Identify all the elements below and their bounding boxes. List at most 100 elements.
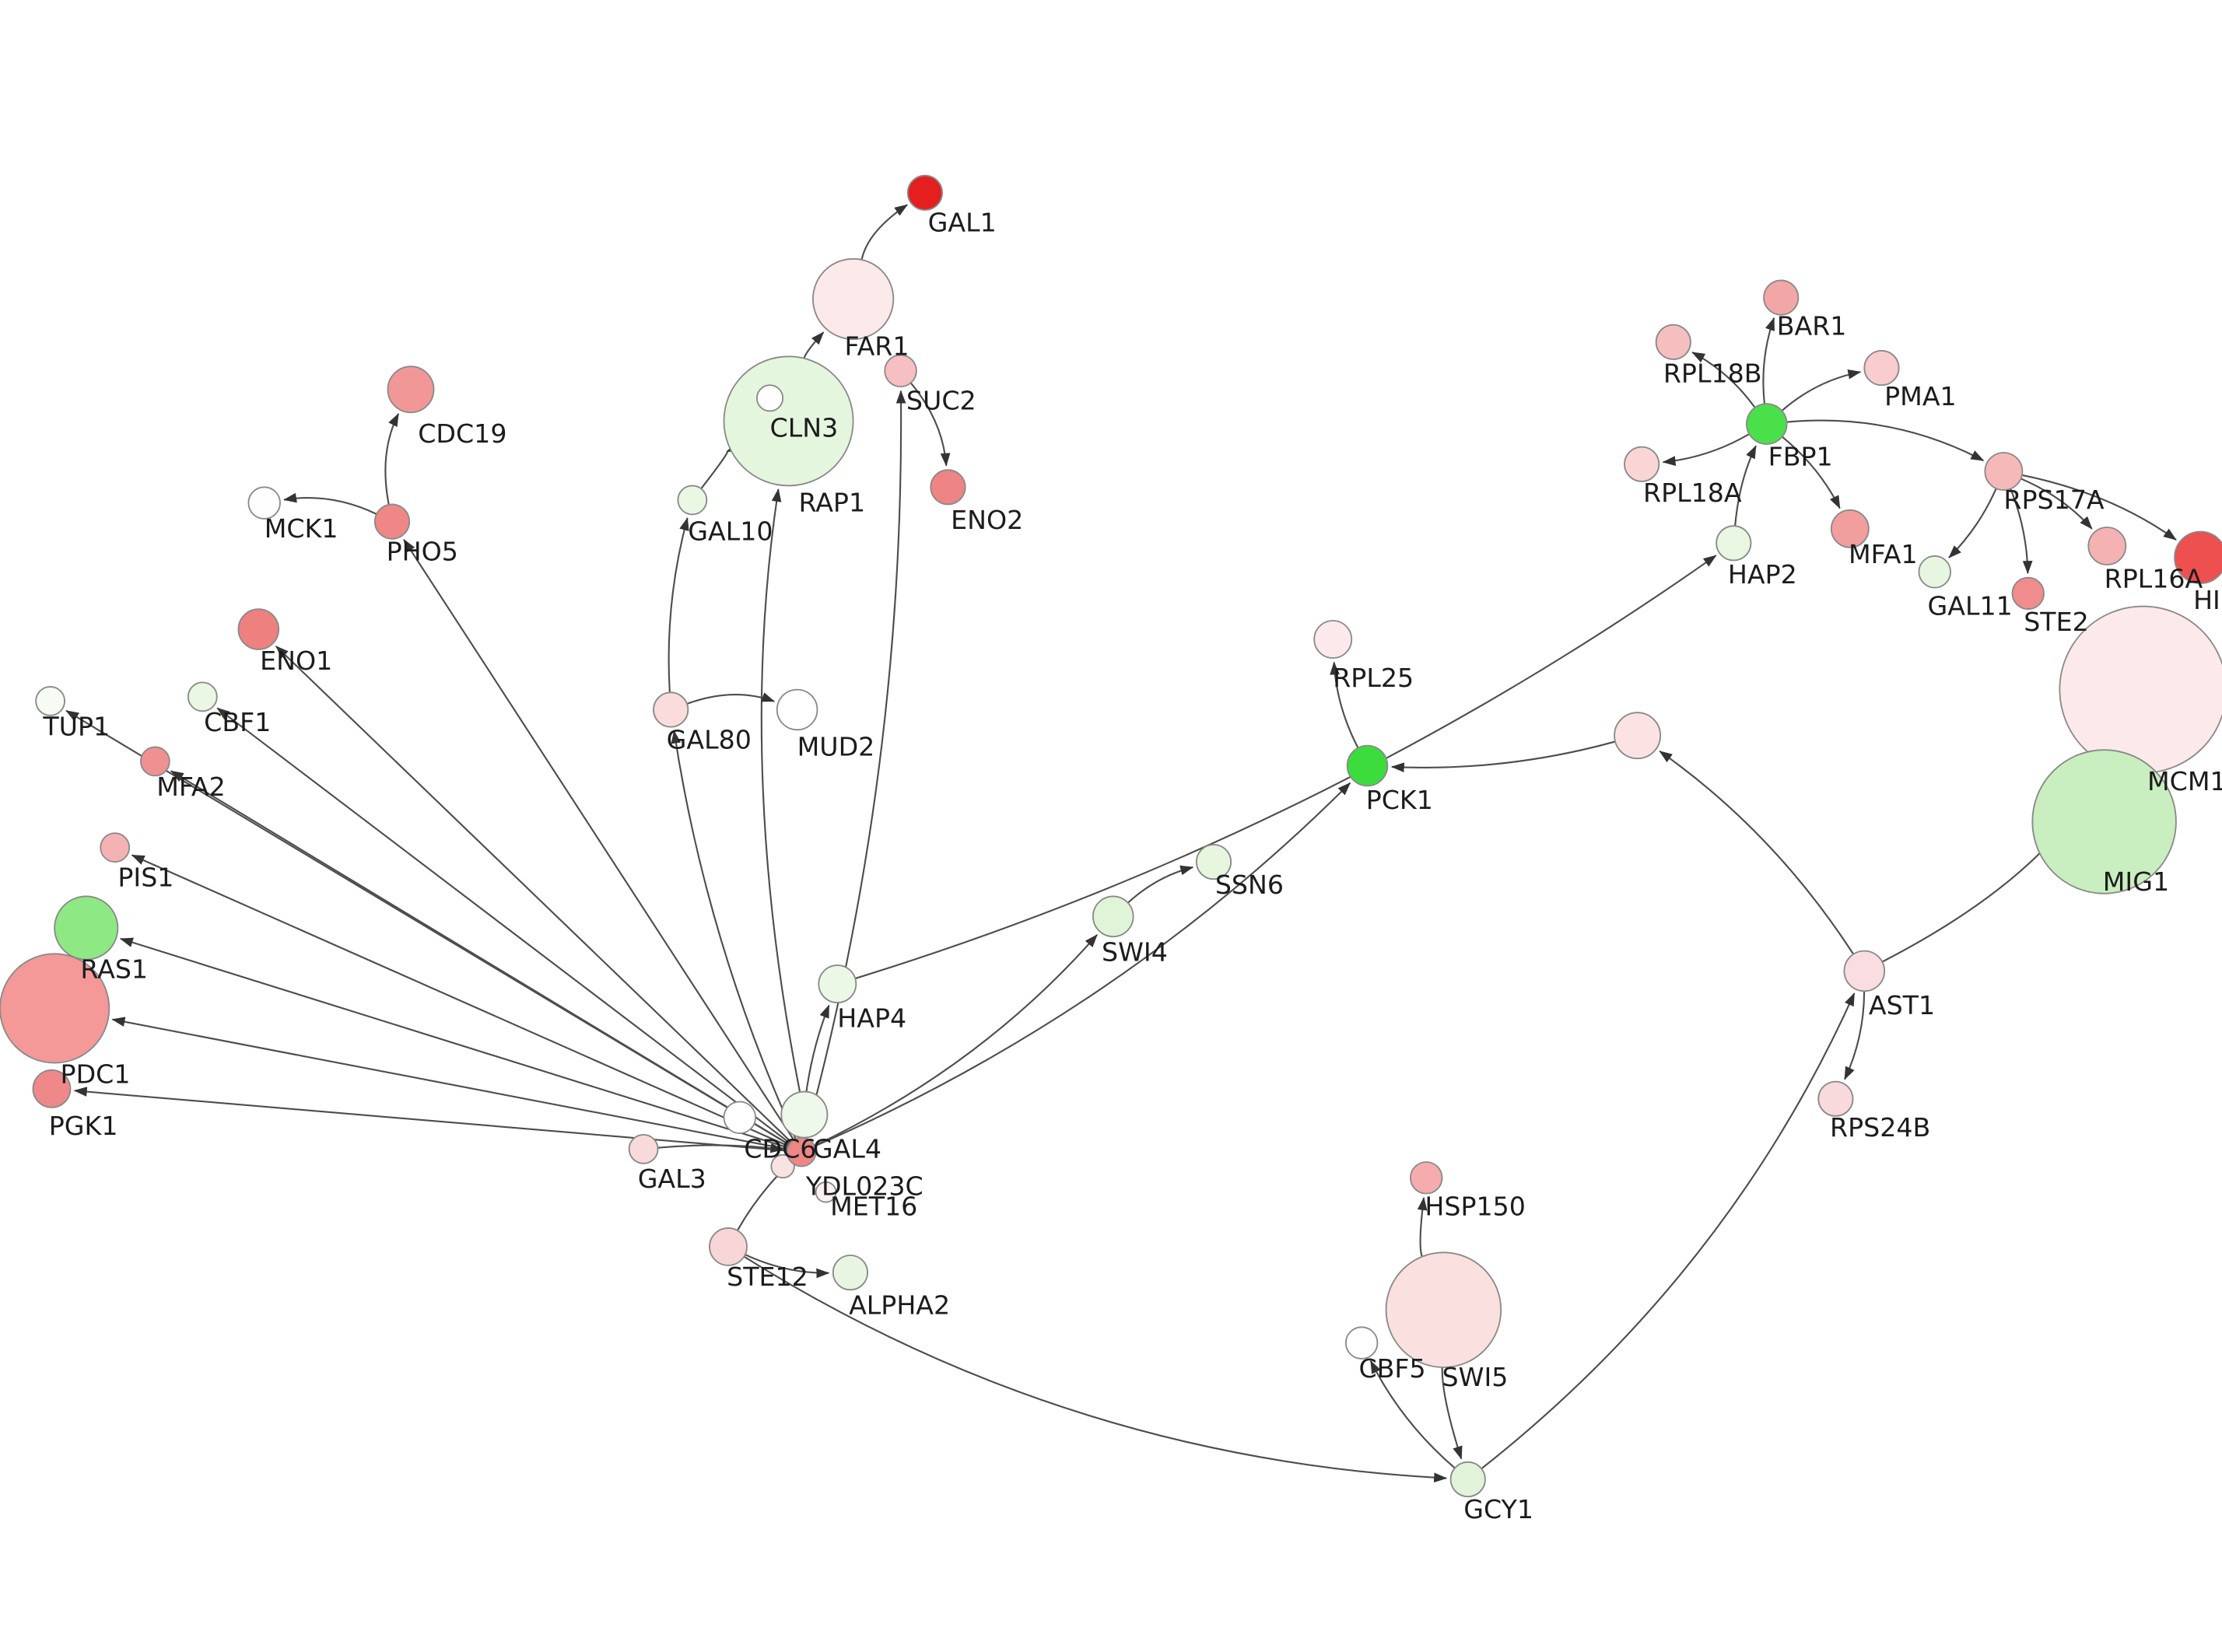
node-GAL4[interactable] <box>786 1136 817 1167</box>
node-RPS24B[interactable] <box>1817 1080 1854 1117</box>
edge-GAL4-MFA2[interactable] <box>170 770 790 1146</box>
edge-FBP1-RPS17A[interactable] <box>1786 419 1985 462</box>
edge-GAL4-CBF1[interactable] <box>216 707 791 1144</box>
edge-CDC6-CLN3[interactable] <box>760 488 801 1093</box>
edge-RPS17A-HIS4[interactable] <box>2021 474 2177 541</box>
edge-FAR1-GAL1[interactable] <box>860 204 908 261</box>
edge-GAL10-CLN3[interactable] <box>700 442 741 489</box>
edge-SWI5-HSP150[interactable] <box>1417 1196 1428 1258</box>
edge-SWI4-SSN6[interactable] <box>1127 865 1194 904</box>
edge-GAL80-GAL10[interactable] <box>668 516 689 693</box>
edge-SWI5-GCY1[interactable] <box>1441 1367 1463 1460</box>
node-PGK1[interactable] <box>32 1069 72 1108</box>
edge-GAL4-RAS1[interactable] <box>119 937 788 1149</box>
node-CDC19[interactable] <box>387 366 435 414</box>
node-SWI4[interactable] <box>1092 895 1134 938</box>
node-STE2[interactable] <box>2011 576 2045 611</box>
node-HAP2[interactable] <box>1716 525 1752 562</box>
edge-PCK1-RPL25[interactable] <box>1330 661 1359 749</box>
node-node2[interactable] <box>1614 712 1662 760</box>
edge-GAL4-GAL80[interactable] <box>671 730 797 1139</box>
node-CBF5[interactable] <box>1344 1326 1379 1360</box>
node-CDC6[interactable] <box>780 1090 829 1139</box>
node-PIS1[interactable] <box>100 832 131 863</box>
node-GAL80[interactable] <box>653 691 689 728</box>
edge-CLN3-FAR1[interactable] <box>803 331 825 359</box>
edge-node2-PCK1[interactable] <box>1390 740 1616 773</box>
node-GCY1[interactable] <box>1449 1461 1486 1498</box>
edge-GAL4-PHO5[interactable] <box>403 538 795 1141</box>
node-TUP1[interactable] <box>35 686 65 716</box>
node-AST1[interactable] <box>1843 950 1886 992</box>
edge-FBP1-PMA1[interactable] <box>1781 369 1862 411</box>
node-MFA1[interactable] <box>1830 509 1870 548</box>
node-GAL10[interactable] <box>677 485 708 516</box>
edge-GAL4-PCK1[interactable] <box>814 782 1351 1147</box>
node-MIG1[interactable] <box>2031 749 2177 894</box>
edge-STE12-GCY1[interactable] <box>743 1255 1448 1483</box>
edge-GAL4-PIS1[interactable] <box>131 854 789 1147</box>
node-SSN6[interactable] <box>1195 844 1232 880</box>
edge-RPS17A-RPL16A[interactable] <box>2020 478 2093 530</box>
edge-GCY1-CBF5[interactable] <box>1369 1360 1456 1469</box>
edge-PHO5-CDC19[interactable] <box>384 413 400 506</box>
edge-AST1-node2[interactable] <box>1659 750 1855 955</box>
node-RAS1[interactable] <box>54 895 119 961</box>
node-HAP4[interactable] <box>818 964 857 1004</box>
node-HIS4[interactable] <box>2174 530 2222 584</box>
node-SWI5[interactable] <box>1385 1251 1502 1368</box>
node-node1[interactable] <box>723 1101 757 1135</box>
node-PHO5[interactable] <box>373 503 411 540</box>
edge-HAP2-FBP1[interactable] <box>1734 445 1757 527</box>
edge-FBP1-BAR1[interactable] <box>1762 317 1775 404</box>
node-MCK1[interactable] <box>247 486 281 520</box>
edge-GAL4-SWI4[interactable] <box>814 934 1098 1147</box>
node-SUC2[interactable] <box>884 354 917 387</box>
node-CLN3[interactable] <box>723 355 854 487</box>
edge-GAL80-MUD2[interactable] <box>686 692 776 705</box>
node-MET16[interactable] <box>815 1181 837 1203</box>
edge-GAL4-PGK1[interactable] <box>73 1087 787 1152</box>
edge-SUC2-ENO2[interactable] <box>909 382 951 467</box>
node-RAP1[interactable] <box>756 384 784 412</box>
edge-FBP1-RPL18A[interactable] <box>1662 433 1750 466</box>
node-ALPHA2[interactable] <box>832 1255 868 1291</box>
edge-HAP4-HAP2[interactable] <box>854 555 1717 980</box>
edge-RPS17A-STE2[interactable] <box>2010 488 2033 575</box>
node-RPL18B[interactable] <box>1655 324 1691 360</box>
edge-GAL3-GAL4[interactable] <box>657 1143 784 1153</box>
node-RPS17A[interactable] <box>1984 452 2024 491</box>
node-ENO2[interactable] <box>930 469 966 506</box>
edge-AST1-RPS24B[interactable] <box>1844 991 1866 1080</box>
node-PMA1[interactable] <box>1863 350 1900 387</box>
node-RPL16A[interactable] <box>2087 527 2127 565</box>
node-CBF1[interactable] <box>187 681 218 712</box>
node-GAL1[interactable] <box>906 174 943 211</box>
edge-FBP1-MFA1[interactable] <box>1782 436 1841 509</box>
node-MUD2[interactable] <box>776 688 818 731</box>
node-FAR1[interactable] <box>812 257 895 341</box>
node-BAR1[interactable] <box>1763 279 1800 316</box>
node-MFA2[interactable] <box>140 746 170 777</box>
edge-STE12-ALPHA2[interactable] <box>745 1254 830 1279</box>
edge-PHO5-MCK1[interactable] <box>283 492 377 515</box>
node-RPL18A[interactable] <box>1624 446 1660 482</box>
node-YDL023C[interactable] <box>770 1153 795 1179</box>
node-GAL3[interactable] <box>628 1134 659 1164</box>
edge-RPS17A-GAL11[interactable] <box>1948 488 1997 558</box>
node-HSP150[interactable] <box>1410 1161 1443 1195</box>
edge-GAL4-PDC1[interactable] <box>111 1017 788 1150</box>
edge-GAL4-ENO1[interactable] <box>275 646 792 1143</box>
node-PDC1[interactable] <box>0 953 110 1064</box>
node-GAL11[interactable] <box>1918 555 1951 589</box>
node-PCK1[interactable] <box>1346 744 1389 787</box>
node-ENO1[interactable] <box>237 608 280 650</box>
node-STE12[interactable] <box>709 1227 748 1266</box>
edge-FBP1-RPL18B[interactable] <box>1691 352 1756 408</box>
edge-GCY1-AST1[interactable] <box>1481 992 1856 1470</box>
node-RPL25[interactable] <box>1313 620 1353 659</box>
node-FBP1[interactable] <box>1746 403 1788 445</box>
edge-GAL4-SUC2[interactable] <box>804 390 906 1139</box>
